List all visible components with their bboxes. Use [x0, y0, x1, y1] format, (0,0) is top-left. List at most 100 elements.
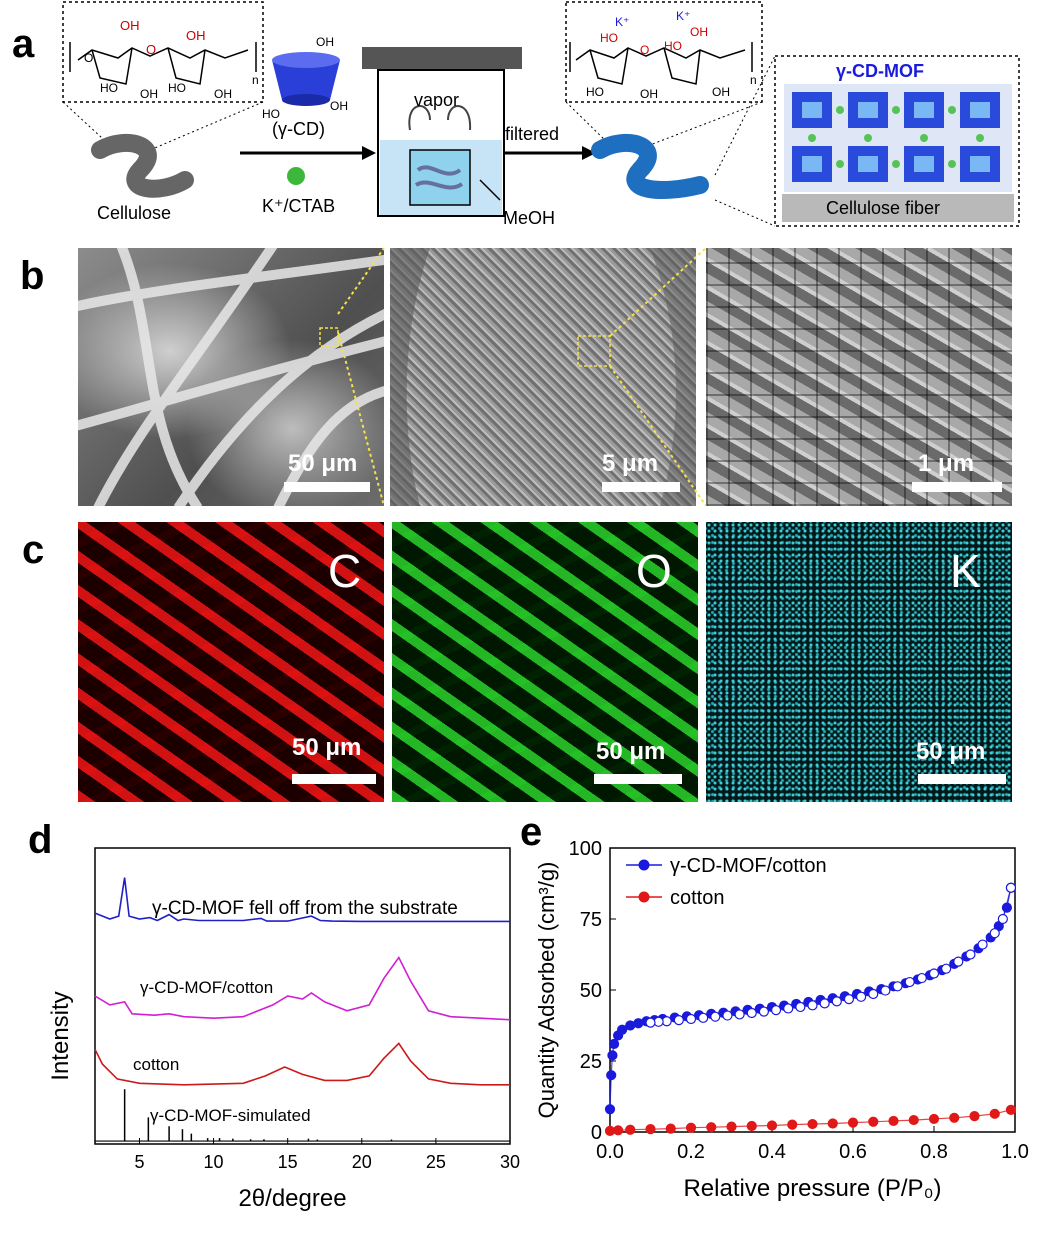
- data-point: [787, 1119, 798, 1130]
- data-point: [746, 1120, 757, 1132]
- svg-text:OH: OH: [712, 85, 730, 99]
- x-tick-label: 0.8: [920, 1141, 948, 1163]
- x-tick-label: 25: [426, 1152, 446, 1172]
- svg-text:HO: HO: [586, 85, 604, 99]
- scale-label: 1 μm: [918, 450, 975, 477]
- data-point: [965, 949, 976, 960]
- data-point: [645, 1124, 656, 1135]
- series-line: [94, 877, 510, 923]
- cellulose-fiber-icon: [91, 134, 194, 198]
- data-point: [766, 1120, 778, 1131]
- svg-text:OH: OH: [140, 87, 158, 101]
- data-point: [989, 928, 1000, 939]
- series-line: [94, 1042, 510, 1086]
- cellulose-label: Cellulose: [97, 203, 172, 223]
- svg-text:HO: HO: [600, 31, 618, 45]
- data-point: [795, 1001, 806, 1013]
- x-tick-label: 20: [352, 1152, 372, 1172]
- data-point: [722, 1010, 733, 1021]
- data-point: [949, 1112, 960, 1123]
- x-tick-label: 5: [134, 1152, 144, 1172]
- gamma-cd-icon: [272, 60, 340, 100]
- svg-text:K⁺: K⁺: [676, 9, 690, 23]
- data-point: [843, 993, 855, 1005]
- data-point: [807, 1000, 818, 1011]
- scale-bar: [284, 482, 370, 492]
- fiber-label: Cellulose fiber: [826, 198, 941, 218]
- series-label: cotton: [133, 1055, 179, 1074]
- data-point: [710, 1011, 721, 1022]
- oh-label: OH: [120, 18, 140, 33]
- svg-text:OH: OH: [316, 35, 334, 49]
- y-axis-label: Intensity: [47, 991, 74, 1080]
- data-point: [977, 939, 988, 950]
- x-tick-label: 0.0: [596, 1141, 624, 1163]
- data-point: [645, 1017, 656, 1028]
- svg-text:O: O: [640, 43, 649, 57]
- data-point: [606, 1070, 617, 1081]
- data-point: [880, 985, 891, 996]
- data-point: [997, 913, 1008, 925]
- data-point: [856, 991, 867, 1002]
- mof-crystal-drawing: [784, 84, 1012, 192]
- data-point: [989, 1108, 1000, 1119]
- element-label: K: [950, 545, 981, 597]
- legend-marker: [638, 859, 650, 871]
- svg-text:HO: HO: [168, 81, 186, 95]
- gamma-cd-label: (γ-CD): [272, 119, 325, 139]
- scale-bar: [912, 482, 1002, 492]
- data-point: [604, 1104, 616, 1115]
- legend-marker: [638, 891, 650, 903]
- panel-label-e: e: [520, 810, 543, 854]
- data-point: [868, 1116, 879, 1127]
- svg-text:OH: OH: [690, 25, 708, 39]
- x-axis-label: 2θ/degree: [238, 1185, 346, 1212]
- eds-map-oxygen: O 50 μm: [392, 522, 698, 802]
- data-point: [685, 1122, 697, 1133]
- data-point: [783, 1003, 794, 1014]
- y-tick-label: 50: [580, 980, 602, 1002]
- y-tick-label: 75: [580, 909, 602, 931]
- scale-label: 50 μm: [288, 450, 358, 477]
- svg-text:HO: HO: [262, 107, 280, 121]
- scale-bar: [602, 482, 680, 492]
- coated-fiber-icon: [591, 134, 709, 199]
- data-point: [888, 1115, 899, 1127]
- svg-text:n: n: [252, 73, 259, 87]
- data-point: [685, 1013, 697, 1025]
- data-point: [941, 963, 952, 974]
- y-tick-label: 0: [591, 1122, 602, 1144]
- element-label: C: [328, 545, 362, 597]
- data-point: [1005, 882, 1017, 893]
- scale-label: 5 μm: [602, 450, 659, 477]
- x-tick-label: 0.4: [758, 1141, 786, 1163]
- data-point: [868, 988, 879, 1000]
- svg-text:OH: OH: [214, 87, 232, 101]
- k-ctab-label: K⁺/CTAB: [262, 196, 336, 216]
- svg-text:O: O: [146, 42, 156, 57]
- data-point: [892, 981, 903, 992]
- k-ion-icon: [287, 167, 305, 185]
- x-tick-label: 1.0: [1001, 1141, 1029, 1163]
- data-point: [904, 976, 915, 988]
- data-point: [608, 1038, 620, 1050]
- svg-text:n: n: [750, 73, 757, 87]
- x-tick-label: 0.2: [677, 1141, 705, 1163]
- filtered-label: filtered: [505, 124, 560, 144]
- svg-text:HO: HO: [100, 81, 118, 95]
- data-point: [916, 972, 927, 984]
- series-line: [609, 1109, 1012, 1132]
- panel-label-a: a: [12, 22, 35, 66]
- data-point: [734, 1009, 745, 1020]
- svg-text:OH: OH: [640, 87, 658, 101]
- scale-label: 50 μm: [292, 734, 362, 761]
- data-point: [928, 1113, 940, 1125]
- y-tick-label: 25: [580, 1051, 602, 1073]
- svg-text:HO: HO: [664, 39, 682, 53]
- data-point: [969, 1110, 980, 1122]
- vapor-label: vapor: [414, 90, 460, 110]
- data-point: [607, 1050, 618, 1061]
